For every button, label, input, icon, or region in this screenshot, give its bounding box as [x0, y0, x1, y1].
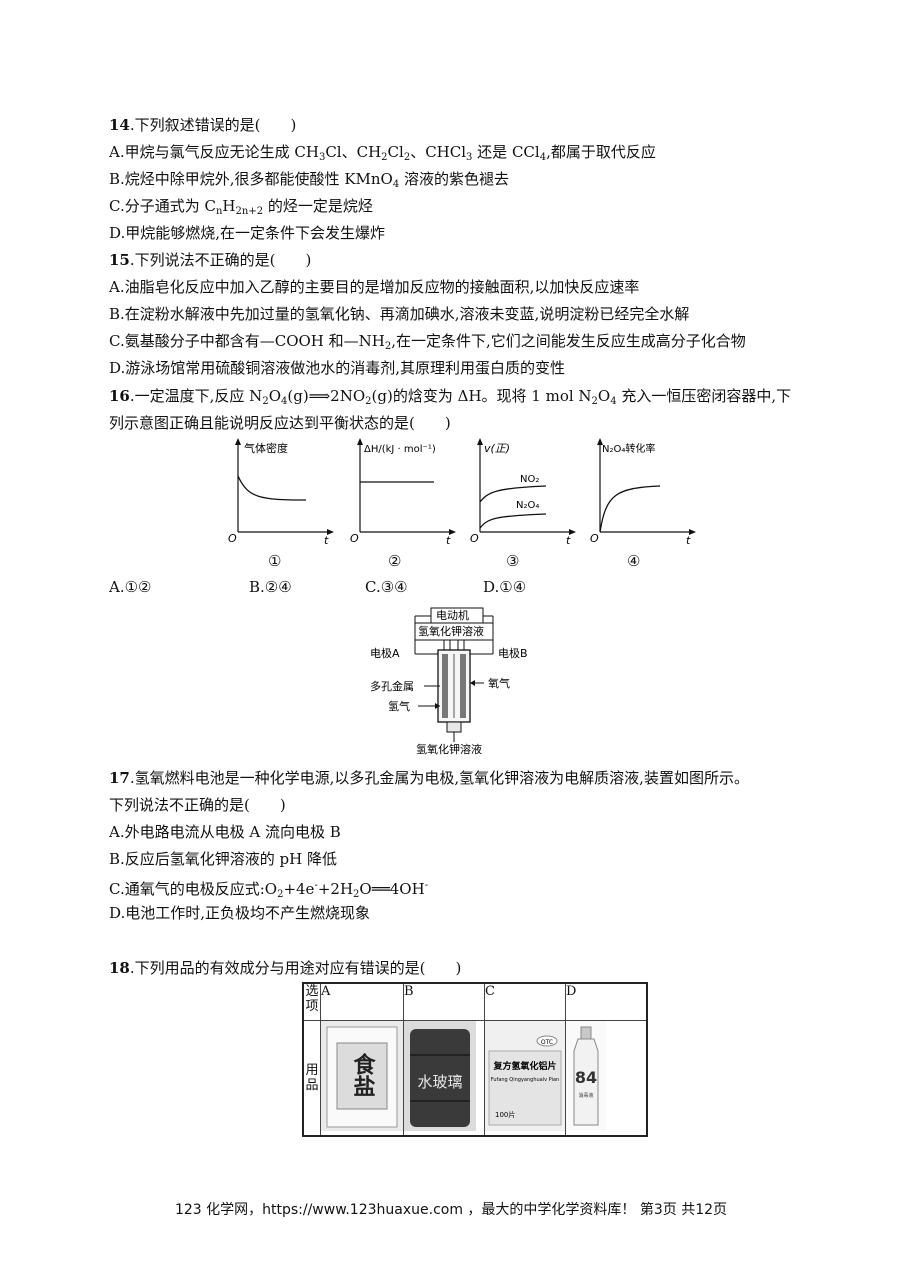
- q15-option-a: A.油脂皂化反应中加入乙醇的主要目的是增加反应物的接触面积,以加快反应速率: [109, 278, 640, 296]
- svg-text:t: t: [686, 534, 691, 546]
- item-image-c: OTC 复方氢氧化铝片 Fufang Qingyanghualv Pian 10…: [484, 1020, 566, 1137]
- q17-option-a: A.外电路电流从电极 A 流向电极 B: [109, 823, 341, 841]
- table-row: 用品 食盐 水玻璃 OTC 复方氢氧: [302, 1020, 648, 1137]
- disinfectant-bottle-image: 84 消毒液: [566, 1021, 606, 1131]
- q15-option-b: B.在淀粉水解液中先加过量的氢氧化钠、再滴加碘水,溶液未变蓝,说明淀粉已经完全水…: [109, 305, 690, 323]
- q14-option-b: B.烷烃中除甲烷外,很多都能使酸性 KMnO4 溶液的紫色褪去: [109, 170, 510, 190]
- medicine-name: 复方氢氧化铝片: [492, 1060, 556, 1072]
- graph-conversion: N₂O₄转化率 O t: [590, 438, 696, 546]
- svg-text:t: t: [324, 534, 329, 546]
- table-row: 选项 A B C D: [302, 982, 648, 1021]
- q16-option-d: D.①④: [483, 578, 527, 596]
- row-header-option: 选项: [302, 982, 321, 1021]
- bottle-84-text: 84: [575, 1068, 597, 1087]
- q17-option-c: C.通氧气的电极反应式:O2+4e-+2H2O══4OH-: [109, 880, 429, 900]
- svg-text:O: O: [470, 532, 479, 545]
- q14-option-a: A.甲烷与氯气反应无论生成 CH3Cl、CH2Cl2、CHCl3 还是 CCl4…: [109, 143, 656, 163]
- q15-option-d: D.游泳场馆常用硫酸铜溶液做池水的消毒剂,其原理利用蛋白质的变性: [109, 359, 566, 377]
- q16-option-c: C.③④: [365, 578, 408, 596]
- graph3-curve-no2: NO₂: [520, 474, 539, 485]
- graph4-ylabel: N₂O₄转化率: [602, 442, 655, 455]
- svg-text:O: O: [350, 532, 359, 545]
- electrode-a-label: 电极A: [370, 646, 400, 660]
- q16-stem-line1: 16.一定温度下,反应 N2O4(g)⟹2NO2(g)的焓变为 ΔH。现将 1 …: [109, 387, 792, 407]
- graph4-number: ④: [627, 552, 641, 570]
- q14-stem: 14.下列叙述错误的是( ): [109, 116, 297, 134]
- q17-stem-line2: 下列说法不正确的是( ): [109, 796, 286, 814]
- col-header-b: B: [403, 982, 485, 1021]
- q14-option-c: C.分子通式为 CnH2n+2 的烃一定是烷烃: [109, 197, 373, 217]
- graph-enthalpy: ΔH/(kJ · mol⁻¹) O t: [350, 438, 456, 546]
- water-glass-drum-image: 水玻璃: [404, 1021, 476, 1131]
- q16-option-b: B.②④: [249, 578, 292, 596]
- graph-gas-density: 气体密度 O t: [228, 438, 334, 546]
- graph3-ylabel: v(正): [484, 442, 510, 455]
- q18-stem: 18.下列用品的有效成分与用途对应有错误的是( ): [109, 959, 462, 977]
- col-header-a: A: [320, 982, 404, 1021]
- item-image-d: 84 消毒液: [565, 1020, 648, 1137]
- fuel-cell-diagram: 电动机 氢氧化钾溶液 电极A 电极B 多孔金属 氧气 氢气 氢氧化钾溶液: [370, 607, 528, 756]
- motor-label: 电动机: [436, 608, 469, 622]
- otc-badge: OTC: [541, 1039, 553, 1046]
- graph3-curve-n2o4: N₂O₄: [516, 500, 539, 511]
- salt-text: 食盐: [350, 1052, 376, 1097]
- q17-option-d: D.电池工作时,正负极均不产生燃烧现象: [109, 904, 371, 922]
- graph1-number: ①: [268, 552, 282, 570]
- page-footer: 123 化学网，https://www.123huaxue.com ，最大的中学…: [174, 1202, 728, 1218]
- col-header-c: C: [484, 982, 566, 1021]
- water-glass-text: 水玻璃: [417, 1073, 462, 1091]
- svg-text:O: O: [590, 532, 599, 545]
- svg-text:t: t: [446, 534, 451, 546]
- q17-stem-line1: 17.氢氧燃料电池是一种化学电源,以多孔金属为电极,氢氧化钾溶液为电解质溶液,装…: [109, 769, 749, 787]
- medicine-pinyin: Fufang Qingyanghualv Pian: [491, 1077, 559, 1083]
- graph3-number: ③: [506, 552, 520, 570]
- electrode-b-label: 电极B: [498, 646, 528, 660]
- row-header-item: 用品: [302, 1020, 321, 1137]
- graph2-number: ②: [388, 552, 402, 570]
- q16-stem-line2: 列示意图正确且能说明反应达到平衡状态的是( ): [109, 414, 451, 432]
- porous-metal-label: 多孔金属: [370, 679, 414, 693]
- q16-options: A.①② B.②④ C.③④ D.①④: [109, 578, 809, 598]
- koh-top-label: 氢氧化钾溶液: [418, 624, 484, 638]
- koh-bottom-label: 氢氧化钾溶液: [416, 742, 482, 756]
- svg-text:t: t: [566, 534, 571, 546]
- item-image-b: 水玻璃: [403, 1020, 485, 1137]
- q17-option-b: B.反应后氢氧化钾溶液的 pH 降低: [109, 850, 338, 868]
- q16-option-a: A.①②: [109, 578, 152, 596]
- medicine-box-image: OTC 复方氢氧化铝片 Fufang Qingyanghualv Pian 10…: [485, 1021, 565, 1131]
- graph-forward-rate: v(正) NO₂ N₂O₄ O t: [470, 438, 576, 546]
- medicine-count: 100片: [495, 1110, 515, 1119]
- svg-text:O: O: [228, 532, 237, 545]
- q14-option-d: D.甲烷能够燃烧,在一定条件下会发生爆炸: [109, 224, 386, 242]
- salt-bag-image: 食盐: [321, 1021, 403, 1131]
- col-header-d: D: [565, 982, 648, 1021]
- item-image-a: 食盐: [320, 1020, 404, 1137]
- graph2-ylabel: ΔH/(kJ · mol⁻¹): [364, 444, 436, 455]
- q15-stem: 15.下列说法不正确的是( ): [109, 251, 312, 269]
- hydrogen-label: 氢气: [388, 699, 410, 713]
- oxygen-label: 氧气: [488, 676, 510, 690]
- q18-table: 选项 A B C D 用品 食盐 水玻璃: [302, 982, 648, 1137]
- bottle-sub-text: 消毒液: [578, 1092, 593, 1099]
- graph1-ylabel: 气体密度: [244, 441, 288, 455]
- q15-option-c: C.氨基酸分子中都含有—COOH 和—NH2,在一定条件下,它们之间能发生反应生…: [109, 332, 746, 352]
